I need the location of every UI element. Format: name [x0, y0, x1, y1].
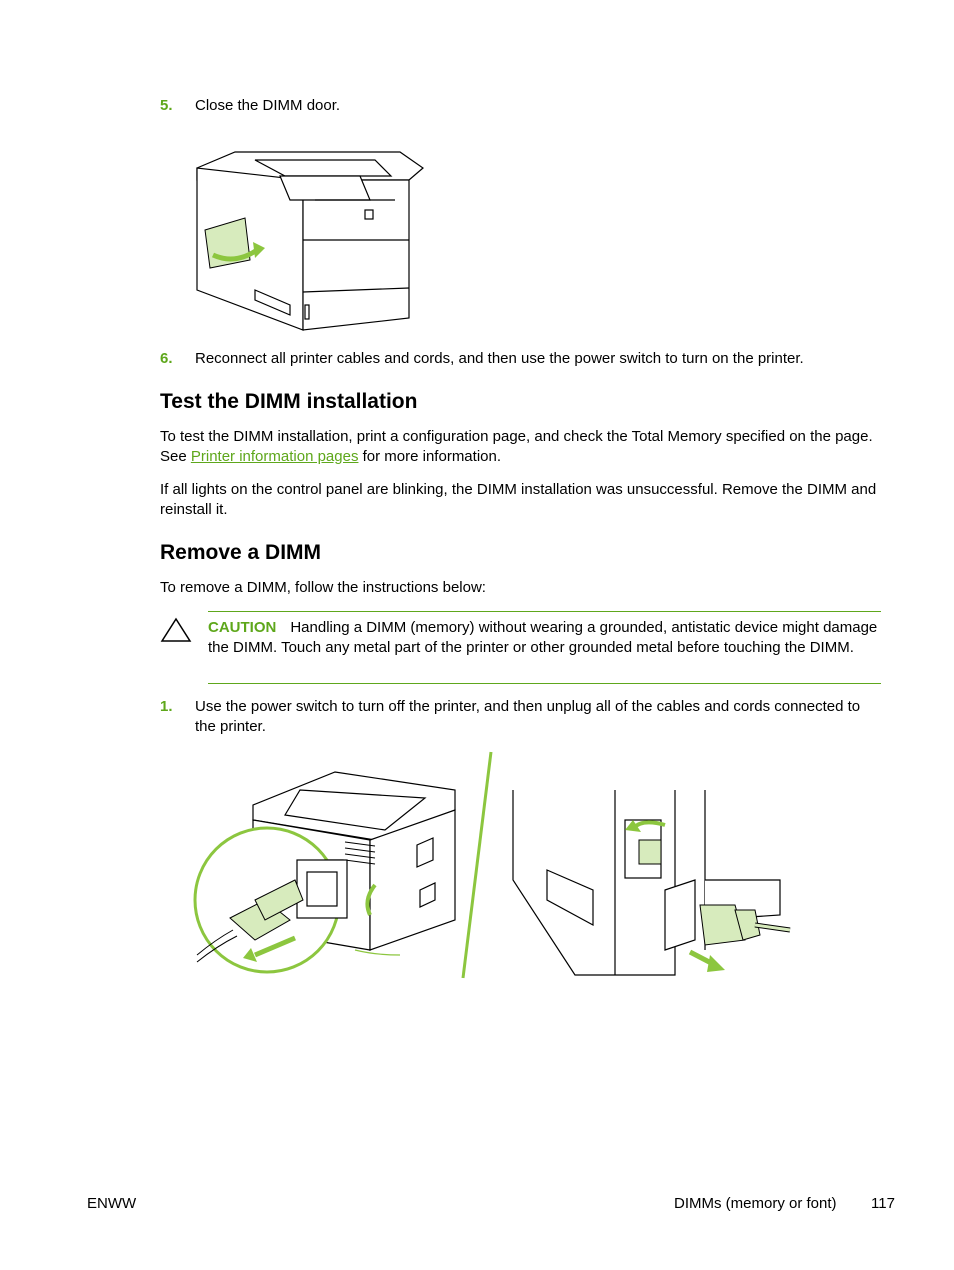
step-6-text: Reconnect all printer cables and cords, …	[195, 350, 804, 367]
printer-information-pages-link[interactable]: Printer information pages	[190, 447, 359, 465]
caution-bottom-rule	[208, 683, 881, 684]
heading-test-dimm: Test the DIMM installation	[160, 390, 418, 413]
footer-page-number: 117	[871, 1195, 895, 1212]
caution-triangle-icon	[160, 617, 192, 642]
caution-label: CAUTION	[208, 619, 277, 636]
caution-top-rule	[208, 611, 881, 612]
heading-remove-dimm: Remove a DIMM	[160, 541, 322, 564]
paragraph-text: for more information.	[358, 447, 502, 465]
caution-text: Handling a DIMM (memory) without wearing…	[208, 619, 878, 656]
step-6-number: 6.	[160, 350, 173, 367]
printer-close-dimm-door-illustration	[196, 151, 424, 331]
paragraph-text: To test the DIMM installation, print a c…	[160, 428, 873, 465]
paragraph-blinking-lights: If all lights on the control panel are b…	[160, 481, 877, 518]
step-1-number: 1.	[160, 698, 173, 715]
paragraph-remove-intro: To remove a DIMM, follow the instruction…	[160, 579, 486, 596]
printer-unplug-cables-illustration	[193, 751, 791, 979]
footer-section-name: DIMMs (memory or font)	[674, 1195, 837, 1212]
paragraph-test-instructions: To test the DIMM installation, print a c…	[160, 427, 885, 466]
step-5-number: 5.	[160, 97, 173, 114]
footer-left: ENWW	[87, 1195, 137, 1212]
step-5-text: Close the DIMM door.	[195, 97, 341, 114]
step-1-text: Use the power switch to turn off the pri…	[195, 698, 861, 735]
